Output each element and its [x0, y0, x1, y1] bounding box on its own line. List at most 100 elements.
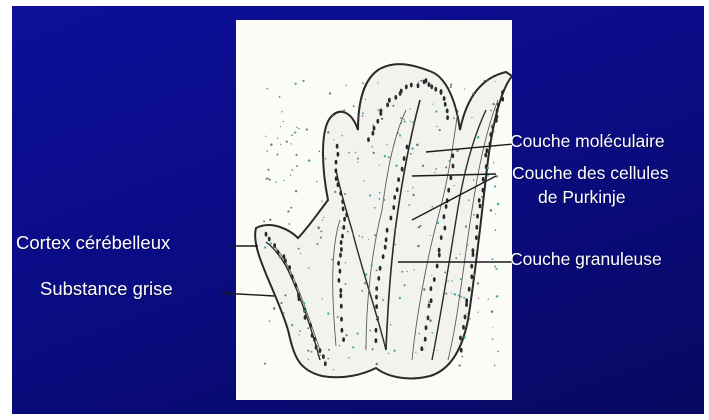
purkinje-dot — [372, 131, 375, 136]
stipple-dot — [376, 317, 378, 319]
stipple-dot — [344, 193, 346, 195]
stipple-dot — [432, 103, 433, 104]
stipple-dot — [319, 151, 321, 153]
stipple-dot — [268, 178, 269, 179]
stipple-dot — [418, 82, 419, 83]
purkinje-dot — [443, 96, 446, 101]
label-couche-purkinje-line2: de Purkinje — [538, 186, 626, 208]
stipple-dot — [460, 296, 462, 298]
purkinje-dot — [496, 108, 499, 113]
stipple-dot — [410, 121, 411, 122]
purkinje-dot — [339, 191, 342, 196]
stipple-dot — [295, 190, 297, 192]
stipple-dot — [281, 111, 282, 112]
purkinje-dot — [340, 247, 343, 252]
stipple-dot — [373, 152, 375, 154]
purkinje-dot — [340, 317, 343, 322]
stipple-dot — [454, 293, 456, 295]
stipple-dot — [453, 117, 455, 119]
purkinje-dot — [342, 207, 345, 212]
stipple-dot — [362, 115, 364, 117]
stipple-dot — [288, 223, 290, 225]
stipple-dot — [345, 283, 347, 285]
stipple-dot — [400, 117, 402, 119]
purkinje-dot — [470, 264, 473, 269]
purkinje-dot — [298, 296, 301, 301]
purkinje-dot — [392, 205, 395, 210]
stipple-dot — [317, 226, 320, 229]
purkinje-dot — [393, 195, 396, 200]
stipple-dot — [464, 337, 466, 339]
purkinje-dot — [427, 315, 430, 320]
slide-background: Couche moléculaire Couche des cellules d… — [12, 6, 704, 414]
stipple-dot — [451, 237, 453, 239]
stipple-dot — [296, 127, 297, 128]
stipple-dot — [384, 341, 387, 344]
purkinje-dot — [440, 90, 443, 95]
purkinje-dot — [284, 258, 287, 263]
stipple-dot — [362, 236, 364, 238]
stipple-dot — [473, 274, 475, 276]
folia-illustration — [236, 20, 512, 400]
stipple-dot — [453, 185, 454, 186]
purkinje-dot — [294, 283, 297, 288]
stipple-dot — [316, 243, 318, 245]
stipple-dot — [377, 109, 379, 111]
stipple-dot — [371, 348, 373, 350]
stipple-dot — [492, 338, 494, 340]
stipple-dot — [487, 174, 489, 176]
purkinje-dot — [417, 83, 420, 88]
stipple-dot — [490, 209, 493, 212]
stipple-dot — [345, 262, 346, 263]
stipple-dot — [472, 93, 474, 95]
purkinje-dot — [313, 337, 316, 342]
purkinje-dot — [340, 240, 343, 245]
purkinje-dot — [342, 337, 345, 342]
stipple-dot — [265, 136, 266, 137]
stipple-dot — [494, 81, 495, 82]
stipple-dot — [283, 121, 284, 122]
purkinje-dot — [434, 87, 437, 92]
stipple-dot — [323, 217, 324, 218]
stipple-dot — [308, 267, 310, 269]
purkinje-dot — [403, 156, 406, 161]
stipple-dot — [322, 298, 323, 299]
stipple-dot — [493, 131, 494, 132]
purkinje-dot — [425, 78, 428, 83]
purkinje-dot — [438, 248, 441, 253]
stipple-dot — [341, 227, 342, 228]
purkinje-dot — [460, 348, 463, 353]
purkinje-dot — [394, 95, 397, 100]
stipple-dot — [488, 299, 489, 300]
stipple-dot — [456, 149, 459, 152]
purkinje-dot — [497, 103, 500, 108]
purkinje-dot — [288, 265, 291, 270]
cerebellum-folia-drawing — [236, 20, 512, 400]
stipple-dot — [306, 128, 308, 130]
purkinje-dot — [396, 187, 399, 192]
stipple-dot — [495, 229, 497, 231]
stipple-dot — [320, 237, 322, 239]
stipple-dot — [412, 121, 414, 123]
purkinje-dot — [322, 354, 325, 359]
purkinje-dot — [475, 235, 478, 240]
stipple-dot — [445, 293, 447, 295]
purkinje-dot — [489, 132, 492, 137]
stipple-dot — [393, 350, 395, 352]
purkinje-dot — [304, 315, 307, 320]
stipple-dot — [379, 164, 380, 165]
purkinje-dot — [342, 225, 345, 230]
stipple-dot — [269, 219, 271, 221]
stipple-dot — [403, 118, 405, 120]
stipple-dot — [358, 235, 360, 237]
stipple-dot — [404, 121, 406, 123]
stipple-dot — [464, 88, 465, 89]
stipple-dot — [300, 253, 301, 254]
stipple-dot — [279, 96, 281, 98]
stipple-dot — [428, 316, 429, 317]
stipple-dot — [439, 129, 441, 131]
stipple-dot — [423, 349, 424, 350]
purkinje-dot — [433, 277, 436, 282]
stipple-dot — [287, 210, 289, 212]
purkinje-dot — [468, 287, 471, 292]
